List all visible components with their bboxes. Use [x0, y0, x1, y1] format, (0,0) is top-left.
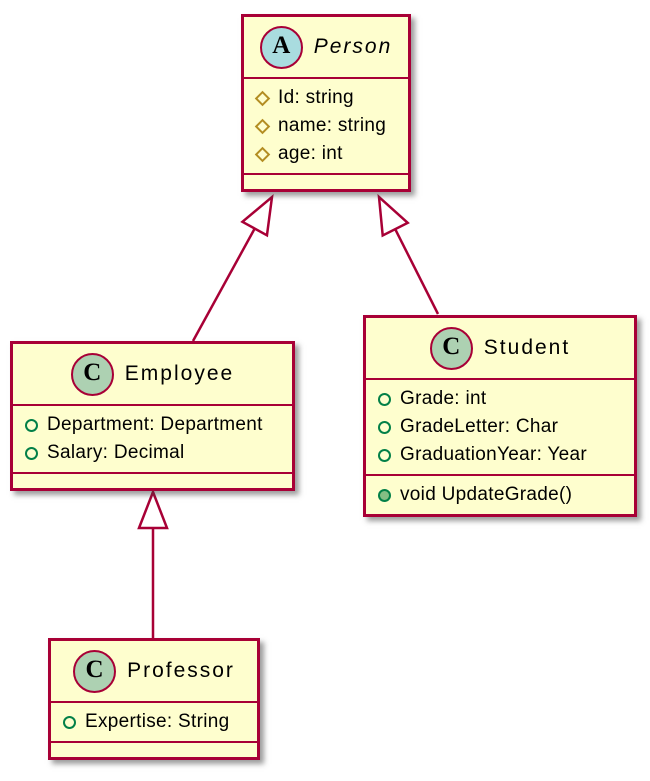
circle-outline-icon: [25, 418, 38, 432]
methods-compartment-employee: [13, 472, 292, 488]
fields-compartment-person: Id: string name: string age: int: [244, 79, 408, 173]
circle-filled-icon: [378, 488, 391, 502]
diamond-outline-icon: [254, 90, 271, 106]
class-spot-icon: C: [70, 352, 114, 396]
inheritance-arrow-employee-to-person: [191, 193, 274, 342]
member-row: name: string: [254, 112, 396, 140]
diamond-outline-icon: [254, 146, 271, 162]
class-spot-icon: C: [429, 326, 473, 370]
member-row: GradeLetter: Char: [378, 413, 622, 441]
class-name-employee: Employee: [124, 362, 235, 385]
class-title-professor: C Professor: [51, 641, 257, 703]
class-name-professor: Professor: [127, 659, 235, 682]
member-row: Department: Department: [25, 411, 280, 439]
circle-outline-icon: [378, 392, 391, 406]
class-box-person: A Person Id: string name: string age: int: [241, 14, 411, 192]
member-text: void UpdateGrade(): [400, 484, 573, 505]
inheritance-arrow-student-to-person: [377, 193, 440, 315]
circle-outline-icon: [378, 448, 391, 462]
member-text: Salary: Decimal: [47, 442, 185, 463]
class-title-person: A Person: [244, 17, 408, 79]
member-row: age: int: [254, 140, 396, 168]
member-text: name: string: [278, 115, 387, 136]
member-row: Expertise: String: [63, 708, 245, 736]
class-name-student: Student: [483, 336, 571, 359]
member-text: Grade: int: [400, 388, 487, 409]
member-text: GraduationYear: Year: [400, 444, 588, 465]
member-row: void UpdateGrade(): [378, 481, 622, 509]
member-text: GradeLetter: Char: [400, 416, 559, 437]
class-box-professor: C Professor Expertise: String: [48, 638, 260, 760]
member-row: Id: string: [254, 84, 396, 112]
methods-compartment-person: [244, 173, 408, 189]
member-text: Expertise: String: [85, 711, 230, 732]
class-name-person: Person: [313, 35, 393, 58]
member-text: age: int: [278, 143, 343, 164]
circle-outline-icon: [378, 420, 391, 434]
diamond-outline-icon: [254, 118, 271, 134]
fields-compartment-professor: Expertise: String: [51, 703, 257, 741]
methods-compartment-professor: [51, 741, 257, 757]
member-text: Id: string: [278, 87, 354, 108]
class-title-student: C Student: [366, 318, 634, 380]
member-row: GraduationYear: Year: [378, 441, 622, 469]
class-title-employee: C Employee: [13, 344, 292, 406]
circle-outline-icon: [63, 715, 76, 729]
class-spot-icon: C: [73, 649, 117, 693]
circle-outline-icon: [25, 446, 38, 460]
member-text: Department: Department: [47, 414, 263, 435]
member-row: Salary: Decimal: [25, 439, 280, 467]
abstract-spot-icon: A: [259, 25, 303, 69]
member-row: Grade: int: [378, 385, 622, 413]
methods-compartment-student: void UpdateGrade(): [366, 474, 634, 514]
